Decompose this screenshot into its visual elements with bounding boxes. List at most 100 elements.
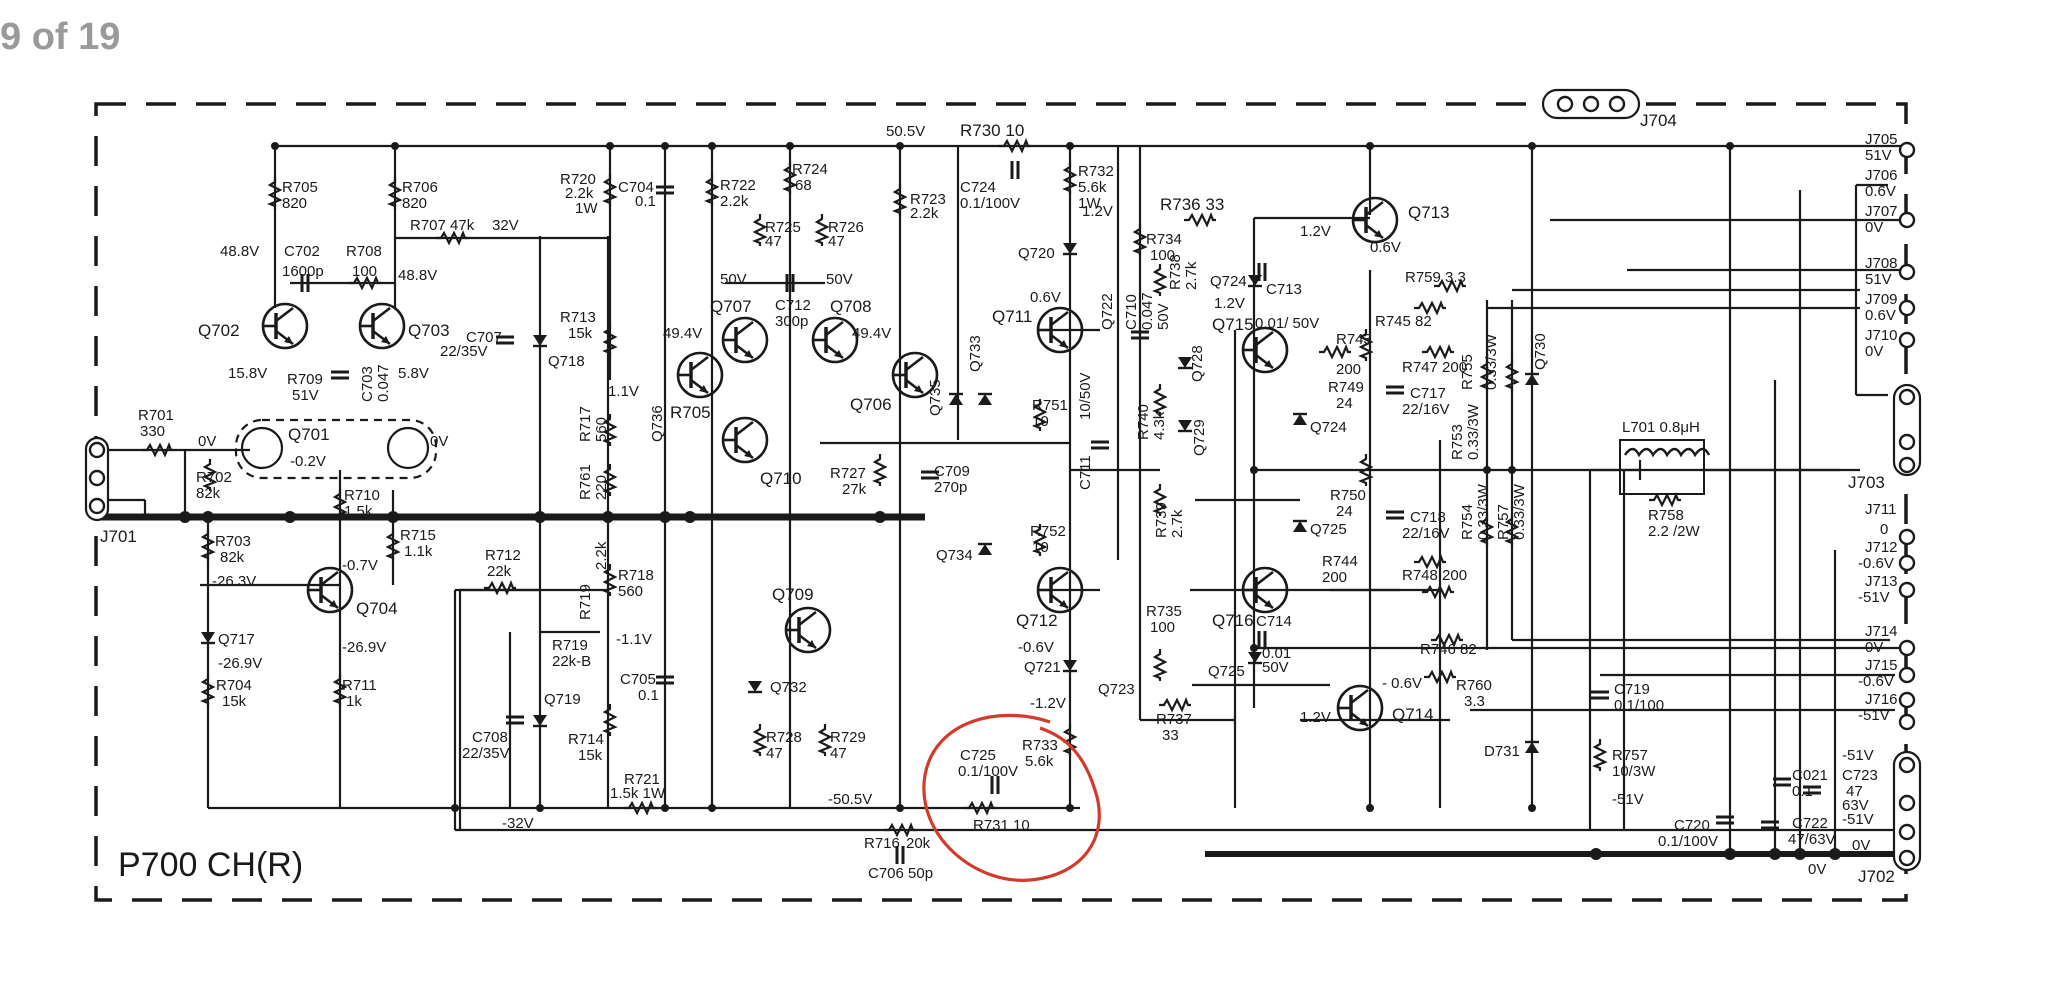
label-r758-v: 2.2 /2W — [1648, 523, 1701, 540]
label-v12d: 1.2V — [1300, 709, 1331, 726]
label-c712: C712 — [775, 297, 811, 314]
label-j713-v: -51V — [1858, 589, 1890, 606]
label-vm32: -32V — [502, 815, 534, 832]
label-q712: Q712 — [1016, 611, 1058, 630]
label-v11: 1.1V — [608, 383, 639, 400]
label-j711-v: 0 — [1880, 521, 1888, 538]
label-r717-v: 560 — [593, 417, 610, 442]
label-vm263: -26.3V — [212, 573, 256, 590]
label-c715v: 0.01/ 50V — [1255, 315, 1319, 332]
label-j709-v: 0.6V — [1865, 307, 1896, 324]
label-r721: R721 — [624, 771, 660, 788]
diagram-title: P700 CH(R) — [118, 846, 303, 884]
label-r711-v: 1k — [346, 693, 362, 710]
label-r721-v: 1.5k 1W — [610, 785, 666, 802]
label-j701: J701 — [100, 527, 137, 546]
label-vm06b: - 0.6V — [1382, 675, 1422, 692]
label-vm02: -0.2V — [290, 453, 326, 470]
label-c708: C708 — [472, 729, 508, 746]
label-r751: R751 — [1032, 397, 1068, 414]
label-vm269a: -26.9V — [218, 655, 262, 672]
label-q713: Q713 — [1408, 203, 1450, 222]
label-r757-v: 10/3W — [1612, 763, 1656, 780]
label-q711: Q711 — [992, 307, 1032, 326]
label-vm06a: -0.6V — [1018, 639, 1054, 656]
label-j713: J713 — [1865, 573, 1898, 590]
label-r722-v: 2.2k — [720, 193, 749, 210]
label-l701: L701 0.8μH — [1622, 419, 1700, 436]
label-c705: C705 — [620, 671, 656, 688]
label-q707: Q707 — [710, 297, 752, 316]
label-r712: R712 — [485, 547, 521, 564]
label-q718: Q718 — [548, 353, 585, 370]
label-q720: Q720 — [1018, 245, 1055, 262]
label-r747: R747 200 — [1402, 359, 1467, 376]
label-j702: J702 — [1858, 867, 1895, 886]
label-q725b: Q725 — [1208, 663, 1245, 680]
label-v51a: 51V — [292, 387, 319, 404]
label-r737-v: 33 — [1162, 727, 1179, 744]
label-r728: R728 — [766, 729, 802, 746]
label-j716: J716 — [1865, 691, 1898, 708]
label-r727: R727 — [830, 465, 866, 482]
label-c717-v: 22/16V — [1402, 401, 1450, 418]
label-j712: J712 — [1865, 539, 1898, 556]
label-r761: R761 — [577, 464, 594, 500]
label-j716-v: -51V — [1858, 707, 1890, 724]
label-r746: R746 82 — [1420, 641, 1477, 658]
label-v494b: 49.4V — [852, 325, 891, 342]
label-r733: R733 — [1022, 737, 1058, 754]
label-r755-v: 0.33/3W — [1483, 333, 1500, 390]
label-r757a-v: 0.33/3W — [1511, 483, 1528, 540]
label-r743: R743 — [1336, 331, 1372, 348]
label-r705: R705 — [282, 179, 318, 196]
label-c714v2: 50V — [1262, 659, 1289, 676]
label-r705b: R705 — [670, 403, 711, 422]
capacitors — [300, 159, 1823, 866]
label-j708-v: 51V — [1865, 271, 1892, 288]
label-r743-v: 200 — [1336, 361, 1361, 378]
label-r728-v: 47 — [766, 745, 783, 762]
label-r745: R745 82 — [1375, 313, 1432, 330]
label-r725: R725 — [765, 219, 801, 236]
label-q728: Q728 — [1189, 345, 1206, 382]
label-q703: Q703 — [408, 321, 450, 340]
label-r714-v: 15k — [578, 747, 603, 764]
label-c725: C725 — [960, 747, 996, 764]
page-indicator: 9 of 19 — [0, 16, 121, 58]
label-j712-v: -0.6V — [1858, 555, 1894, 572]
label-vm11: -1.1V — [616, 631, 652, 648]
label-q733: Q733 — [967, 335, 984, 372]
label-c703: C703 — [359, 366, 376, 402]
label-c704-v: 0.1 — [635, 193, 656, 210]
label-r760-v: 3.3 — [1464, 693, 1485, 710]
label-v0d: 0V — [1808, 861, 1826, 878]
junction-dots — [179, 142, 1841, 860]
label-r752: R752 — [1030, 523, 1066, 540]
connectors — [84, 88, 1922, 872]
label-j710-v: 0V — [1865, 343, 1883, 360]
label-q715: Q715 — [1212, 315, 1254, 334]
label-r732-v2: 1W — [1078, 195, 1101, 212]
label-j706-v: 0.6V — [1865, 183, 1896, 200]
label-c711: C711 — [1077, 455, 1094, 490]
label-r708-v: 100 — [352, 263, 377, 280]
label-d731: D731 — [1484, 743, 1520, 760]
label-j707-v: 0V — [1865, 219, 1883, 236]
label-c710: C710 — [1123, 294, 1140, 330]
label-v50a: 50V — [720, 271, 747, 288]
label-vm51b: -51V — [1612, 791, 1644, 808]
label-q734: Q734 — [936, 547, 973, 564]
label-r729: R729 — [830, 729, 866, 746]
label-v12c: 1.2V — [1214, 295, 1245, 312]
label-v505: 50.5V — [886, 123, 925, 140]
label-r708: R708 — [346, 243, 382, 260]
label-c719: C719 — [1614, 681, 1650, 698]
label-r722: R722 — [720, 177, 756, 194]
label-q706: Q706 — [850, 395, 892, 414]
label-r744-v: 200 — [1322, 569, 1347, 586]
label-r733-v: 5.6k — [1025, 753, 1054, 770]
label-c723-v2: 63V — [1842, 797, 1869, 814]
label-j707: J707 — [1865, 203, 1898, 220]
